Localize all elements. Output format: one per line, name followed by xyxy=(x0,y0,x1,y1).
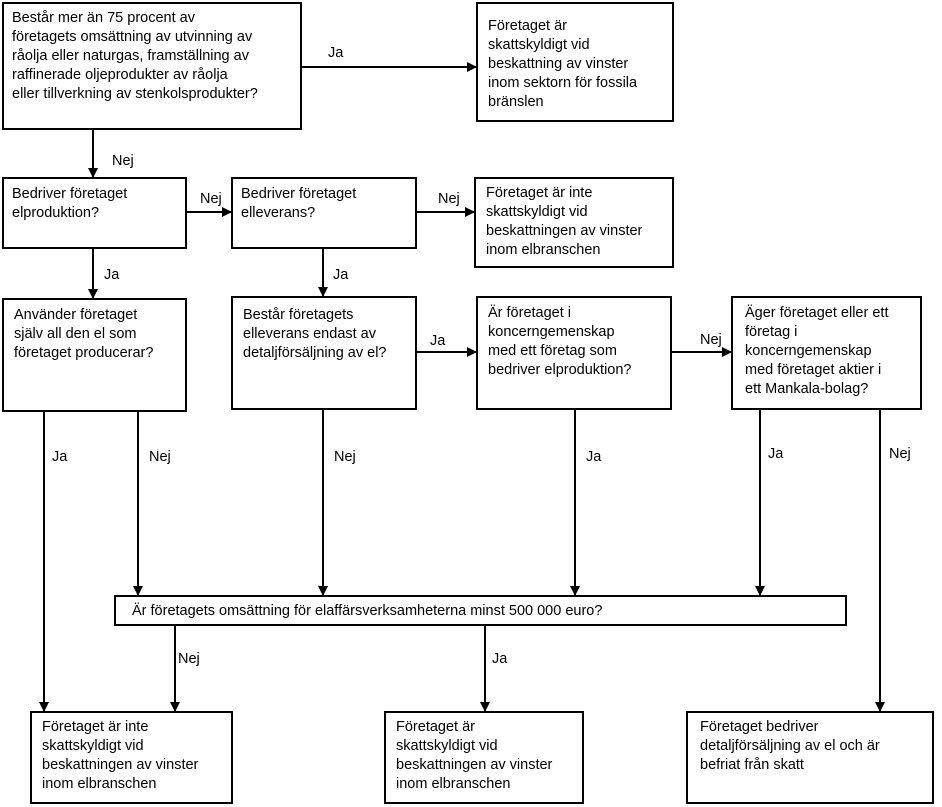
label-retail-yes: Ja xyxy=(430,333,446,349)
question-turnover: Är företagets omsättning för elaffärsver… xyxy=(114,595,847,626)
label-elleverans-no: Nej xyxy=(438,191,460,207)
label-elprod-yes: Ja xyxy=(104,267,120,283)
result-taxable-bottom: Företaget är skattskyldigt vid beskattni… xyxy=(384,711,584,804)
label-turnover-yes: Ja xyxy=(492,651,508,667)
label-selfuse-no: Nej xyxy=(149,449,171,465)
label-selfuse-yes: Ja xyxy=(52,449,68,465)
question-electricity-supply: Bedriver företaget elleverans? xyxy=(231,177,417,249)
label-group-yes: Ja xyxy=(586,449,602,465)
question-self-use: Använder företaget själv all den el som … xyxy=(2,298,187,412)
label-mankala-no: Nej xyxy=(889,446,911,462)
label-fossil-no: Nej xyxy=(112,153,134,169)
question-group-relationship: Är företaget i koncerngemenskap med ett … xyxy=(476,296,672,410)
label-turnover-no: Nej xyxy=(178,651,200,667)
question-electricity-production: Bedriver företaget elproduktion? xyxy=(2,177,187,249)
question-mankala-shares: Äger företaget eller ett företag i konce… xyxy=(731,296,922,410)
label-elprod-no: Nej xyxy=(200,191,222,207)
label-retail-no: Nej xyxy=(334,449,356,465)
label-mankala-yes: Ja xyxy=(768,446,784,462)
result-retail-exempt: Företaget bedriver detaljförsäljning av … xyxy=(686,711,934,804)
result-not-taxable-top: Företaget är inte skattskyldigt vid besk… xyxy=(474,177,674,268)
result-fossil-taxable: Företaget är skattskyldigt vid beskattni… xyxy=(476,2,674,122)
result-not-taxable-bottom: Företaget är inte skattskyldigt vid besk… xyxy=(30,711,233,804)
question-fossil-fuels: Består mer än 75 procent av företagets o… xyxy=(2,2,302,130)
label-group-no: Nej xyxy=(700,332,722,348)
question-retail-only: Består företagets elleverans endast av d… xyxy=(231,296,417,410)
label-fossil-yes: Ja xyxy=(328,45,344,61)
label-elleverans-yes: Ja xyxy=(333,267,349,283)
